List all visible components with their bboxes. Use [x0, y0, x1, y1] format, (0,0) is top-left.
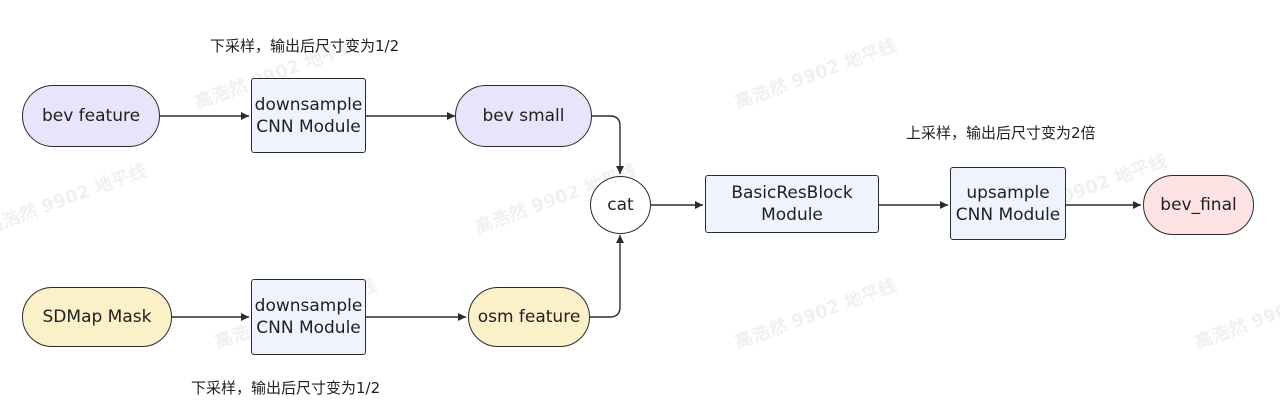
node-sdmap-mask: SDMap Mask [22, 287, 172, 347]
node-label: bev_final [1160, 195, 1237, 215]
node-label: upsample CNN Module [955, 182, 1061, 225]
node-bev-final: bev_final [1143, 175, 1254, 235]
edge-bev-small-to-cat [592, 115, 624, 174]
annotation-top-downsample: 下采样，输出后尺寸变为1/2 [210, 37, 400, 55]
node-basic-res-block: BasicResBlock Module [705, 175, 879, 233]
node-bev-feature: bev feature [22, 85, 160, 147]
node-label: cat [607, 195, 634, 215]
node-downsample-bottom: downsample CNN Module [251, 279, 366, 355]
node-upsample: upsample CNN Module [950, 167, 1066, 240]
annotation-bottom-downsample: 下采样，输出后尺寸变为1/2 [191, 379, 381, 397]
node-downsample-top: downsample CNN Module [251, 78, 366, 153]
node-label: downsample CNN Module [254, 296, 363, 338]
node-label: osm feature [477, 307, 581, 327]
annotation-upsample: 上采样，输出后尺寸变为2倍 [906, 124, 1096, 142]
node-label: SDMap Mask [42, 307, 152, 327]
node-label: downsample CNN Module [254, 94, 363, 137]
node-osm-feature: osm feature [468, 287, 590, 347]
node-label: bev small [482, 106, 565, 126]
node-label: bev feature [41, 106, 141, 126]
edge-osm-to-cat [590, 235, 624, 318]
node-cat: cat [590, 176, 651, 234]
node-label: BasicResBlock Module [731, 183, 853, 225]
node-bev-small: bev small [455, 85, 592, 147]
